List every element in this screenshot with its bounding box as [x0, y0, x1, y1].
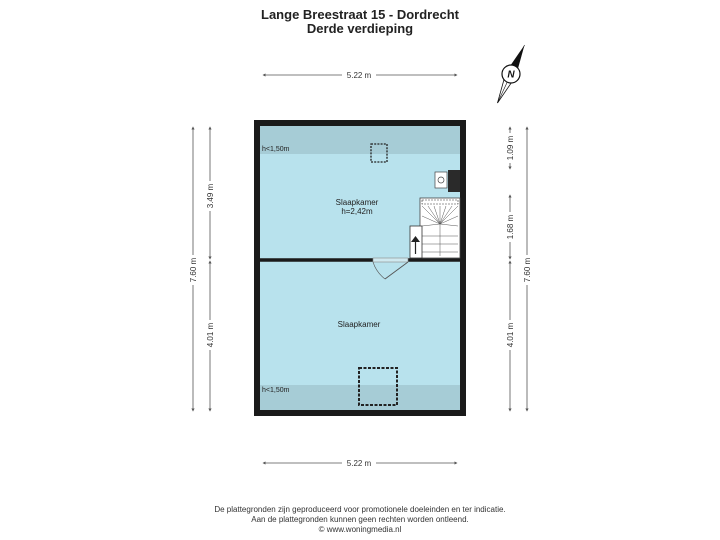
low-ceiling-zone-top: [260, 126, 460, 154]
staircase: [419, 197, 461, 259]
low-ceiling-label-bottom: h<1,50m: [262, 387, 290, 394]
disclaimer-line-1: De plattegronden zijn geproduceerd voor …: [214, 505, 506, 514]
dimension-label-right-mid: 1.68 m: [506, 214, 515, 239]
dimension-label-left-lower: 4.01 m: [206, 322, 215, 347]
dimension-right-segments: 1.09 m 1.68 m 4.01 m: [504, 126, 516, 412]
copyright-link[interactable]: © www.woningmedia.nl: [318, 525, 402, 534]
dimension-label-left-upper: 3.49 m: [206, 183, 215, 208]
boiler-unit: [434, 171, 448, 189]
skylight-bottom: [358, 367, 398, 406]
low-ceiling-label-top: h<1,50m: [262, 146, 290, 153]
dimension-right-total: 7.60 m: [521, 126, 533, 412]
disclaimer-line-2: Aan de plattegronden kunnen geen rechten…: [251, 515, 469, 524]
low-ceiling-zone-bottom: [260, 385, 460, 410]
dimension-label-left-total: 7.60 m: [189, 257, 198, 282]
dimension-bottom-width: 5.22 m: [262, 457, 458, 469]
roof-hatch-top: [370, 143, 388, 163]
room-fill: [260, 126, 460, 410]
dimension-label-right-lower: 4.01 m: [506, 322, 515, 347]
compass: N: [497, 44, 525, 104]
room-label-lower: Slaapkamer: [338, 320, 381, 329]
dimension-label-right-top: 1.09 m: [506, 135, 515, 160]
room-label-upper: Slaapkamer: [336, 198, 379, 207]
room-height-upper: h=2,42m: [341, 207, 373, 216]
boiler-icon: [437, 176, 445, 184]
outer-walls: [254, 120, 466, 416]
dimension-label-top: 5.22 m: [347, 71, 372, 80]
dimension-left-segments: 3.49 m 4.01 m: [204, 126, 216, 412]
door: [372, 261, 409, 280]
compass-north-label: N: [507, 70, 515, 81]
stair-landing: [409, 225, 423, 259]
plan-subtitle: Derde verdieping: [306, 21, 414, 36]
dimension-label-bottom: 5.22 m: [347, 459, 372, 468]
plan-title: Lange Breestraat 15 - Dordrecht: [261, 7, 459, 22]
door-threshold: [372, 257, 409, 263]
chimney-block: [448, 170, 460, 192]
dimension-top-width: 5.22 m: [262, 69, 458, 81]
dimension-left-total: 7.60 m: [187, 126, 199, 412]
dimension-label-right-total: 7.60 m: [523, 257, 532, 282]
